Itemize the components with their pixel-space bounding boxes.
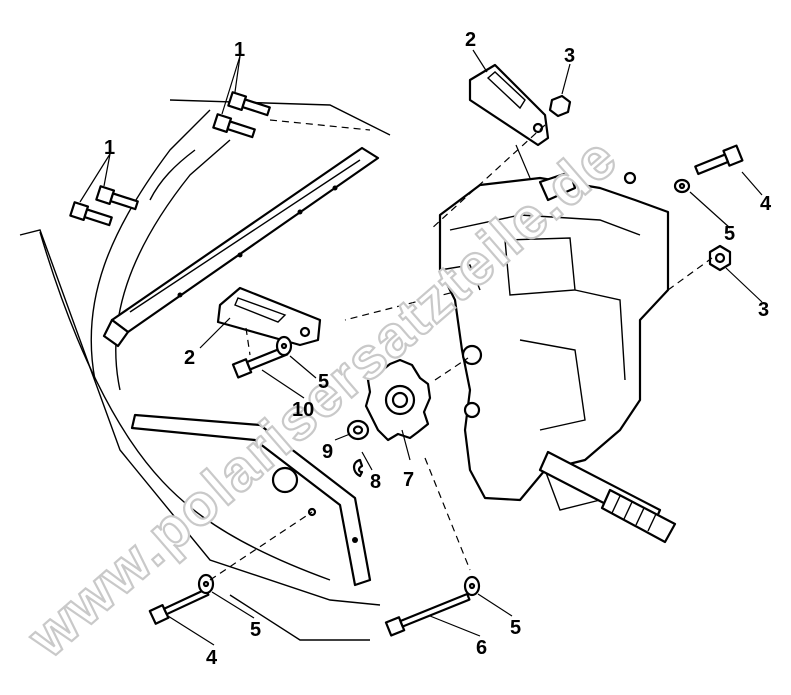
callout-1-upper: 1 bbox=[234, 39, 245, 61]
lower-plate bbox=[130, 413, 372, 587]
upper-bracket bbox=[468, 63, 550, 147]
callout-2-upper: 2 bbox=[465, 29, 476, 51]
callout-7: 7 bbox=[403, 469, 414, 491]
bolt-10 bbox=[231, 335, 293, 379]
callout-5-mid: 5 bbox=[318, 371, 329, 393]
leader-lines bbox=[79, 49, 763, 646]
output-shaft bbox=[538, 450, 677, 544]
callout-6: 6 bbox=[476, 637, 487, 659]
frame bbox=[19, 99, 391, 641]
callout-9: 9 bbox=[322, 441, 333, 463]
callout-5-right: 5 bbox=[724, 223, 735, 245]
bolt-6 bbox=[384, 575, 481, 637]
callout-8: 8 bbox=[370, 471, 381, 493]
lower-bracket bbox=[216, 286, 322, 347]
callouts: 1 1 2 2 3 3 4 4 5 5 5 5 6 7 8 9 10 bbox=[104, 29, 772, 669]
callout-4-right: 4 bbox=[760, 193, 772, 215]
callout-2-lower: 2 bbox=[184, 347, 195, 369]
callout-5-lower-left: 5 bbox=[250, 619, 261, 641]
callout-1-left: 1 bbox=[104, 137, 115, 159]
bolt-4-lower bbox=[148, 573, 215, 625]
callout-5-lower-right: 5 bbox=[510, 617, 521, 639]
callout-3-right: 3 bbox=[758, 299, 769, 321]
bolt-4-right bbox=[673, 144, 744, 194]
transmission-housing bbox=[438, 170, 670, 511]
nuts-3 bbox=[548, 94, 732, 272]
bolts-1 bbox=[69, 91, 271, 227]
lock-washer bbox=[346, 419, 370, 478]
callout-10: 10 bbox=[292, 399, 314, 421]
upper-rail bbox=[102, 146, 380, 348]
callout-3-upper: 3 bbox=[564, 45, 575, 67]
callout-4-lower: 4 bbox=[206, 647, 218, 669]
sprocket bbox=[364, 358, 432, 442]
